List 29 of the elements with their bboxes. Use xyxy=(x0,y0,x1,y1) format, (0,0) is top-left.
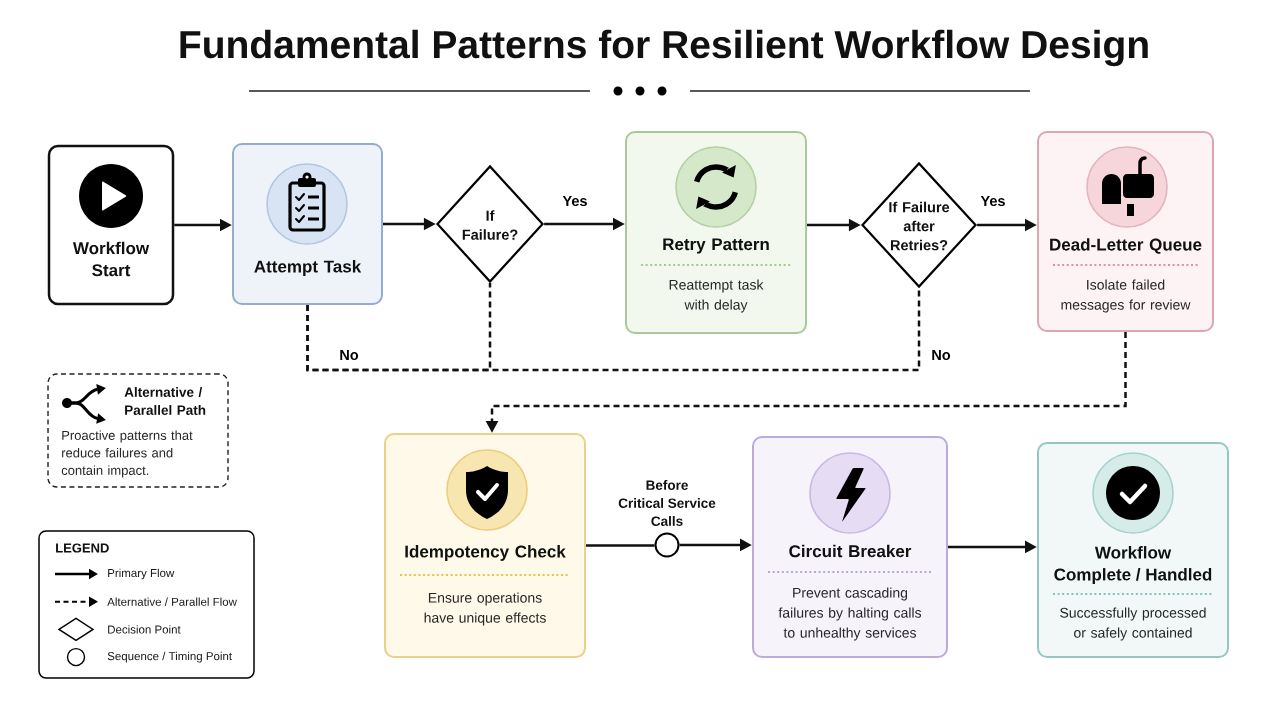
box-text: Successfully processed or safely contained xyxy=(1060,607,1206,641)
box-title: Dead-Letter Queue xyxy=(1050,238,1202,254)
box-text: Isolate failed messages for review xyxy=(1061,279,1191,313)
box-title: Workflow Start xyxy=(72,241,150,277)
box-text: Reattempt task with delay xyxy=(669,279,764,313)
note-text: Proactive patterns that reduce failures and contain impact. xyxy=(61,430,193,478)
edge-label: Yes xyxy=(979,194,1007,208)
box-title: Idempotency Check xyxy=(405,545,566,561)
edge-label: No xyxy=(929,348,953,362)
legend-label: Alternative / Parallel Flow xyxy=(107,597,237,606)
note-title: Alternative / Parallel Path xyxy=(124,387,206,415)
edge-label: Yes xyxy=(561,194,589,208)
legend-heading: LEGEND xyxy=(56,543,109,553)
box-title: Retry Pattern xyxy=(663,238,769,254)
point-label: Before Critical Service Calls xyxy=(618,480,716,526)
connector-line xyxy=(586,544,655,547)
box-text: Ensure operations have unique effects xyxy=(424,592,546,626)
legend-label: Sequence / Timing Point xyxy=(107,651,232,663)
box-title: Circuit Breaker xyxy=(789,544,912,558)
box-title: Workflow Complete / Handled xyxy=(1054,546,1212,584)
connector-line xyxy=(306,288,921,372)
box-title: Attempt Task xyxy=(254,260,362,276)
legend-label: Decision Point xyxy=(108,625,181,634)
title: Fundamental Patterns for Resilient Workflow Design xyxy=(180,29,1148,67)
decision-label: If Failure? xyxy=(462,210,518,240)
edge-label: No xyxy=(337,348,361,362)
box-text: Prevent cascading failures by halting calls to unhealthy services xyxy=(778,587,922,641)
decision-label: If Failure after Retries? xyxy=(889,201,950,251)
legend-label: Primary Flow xyxy=(108,568,175,580)
